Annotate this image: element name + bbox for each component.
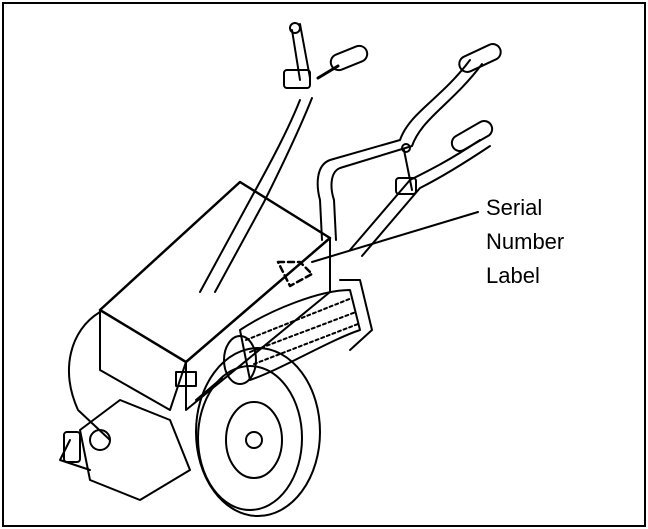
fender	[68, 311, 111, 441]
engine-housing	[98, 180, 332, 411]
right-grip-lower	[450, 120, 494, 152]
callout-label-line2: Number	[486, 229, 565, 254]
serial-label-outline	[276, 260, 314, 288]
handlebars	[199, 22, 502, 293]
callout-label-line3: Label	[486, 263, 540, 288]
wheel	[195, 347, 321, 517]
gearbox	[59, 399, 191, 501]
muffler	[223, 279, 373, 385]
callout-label-line1: Serial	[486, 195, 543, 220]
right-grip-upper	[458, 43, 502, 73]
left-grip	[329, 44, 369, 72]
callout-leader	[311, 211, 479, 263]
